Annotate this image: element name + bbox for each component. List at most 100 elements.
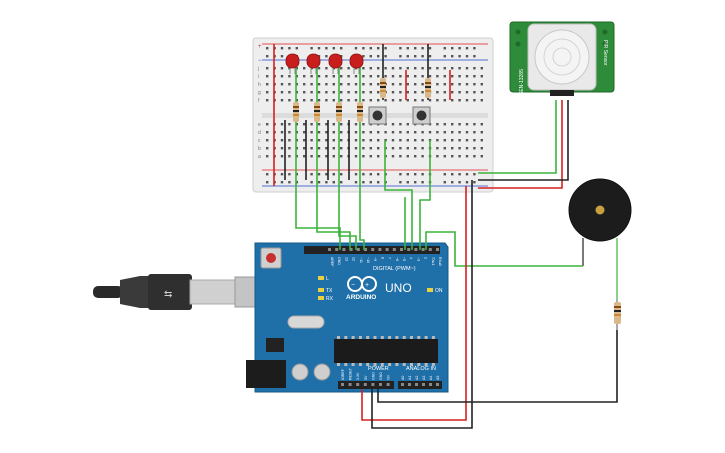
breadboard-resistors bbox=[293, 78, 431, 122]
power-pin[interactable] bbox=[363, 383, 367, 386]
chip-pin bbox=[395, 363, 399, 366]
breadboard-hole bbox=[303, 99, 306, 102]
power-pin[interactable] bbox=[341, 383, 344, 386]
signal-wires bbox=[295, 100, 583, 267]
breadboard-hole bbox=[303, 83, 306, 86]
digital-pin[interactable] bbox=[400, 248, 403, 251]
leds bbox=[285, 53, 364, 74]
power-pin[interactable] bbox=[348, 383, 352, 386]
breadboard-hole bbox=[428, 67, 432, 70]
breadboard-hole bbox=[332, 131, 335, 134]
breadboard-hole bbox=[399, 123, 402, 126]
power-pin-label: 5V bbox=[364, 375, 368, 380]
breadboard-hole bbox=[443, 91, 446, 94]
analog-pin[interactable] bbox=[408, 383, 411, 386]
breadboard-hole bbox=[451, 147, 454, 150]
digital-pin[interactable] bbox=[335, 248, 339, 251]
digital-pin[interactable] bbox=[428, 248, 432, 251]
breadboard-hole bbox=[303, 131, 306, 134]
breadboard-hole bbox=[303, 123, 306, 126]
breadboard-hole bbox=[465, 75, 469, 78]
capacitor-1 bbox=[291, 363, 309, 381]
breadboard-hole bbox=[369, 131, 372, 134]
digital-pin[interactable] bbox=[342, 248, 346, 251]
analog-pin[interactable] bbox=[415, 383, 418, 386]
digital-pin[interactable] bbox=[371, 248, 375, 251]
digital-pin[interactable] bbox=[364, 248, 367, 251]
breadboard-hole bbox=[288, 123, 291, 126]
breadboard-row-label: j bbox=[257, 66, 259, 72]
breadboard-hole bbox=[414, 155, 417, 158]
power-pin[interactable] bbox=[386, 383, 390, 386]
breadboard-hole bbox=[369, 67, 372, 70]
analog-pin[interactable] bbox=[436, 383, 439, 386]
breadboard-hole bbox=[465, 181, 469, 184]
power-pin[interactable] bbox=[356, 383, 360, 386]
digital-pin[interactable] bbox=[407, 248, 411, 251]
chip-pin bbox=[351, 336, 355, 339]
breadboard-hole bbox=[288, 75, 291, 78]
digital-pin[interactable] bbox=[421, 248, 425, 251]
breadboard-hole bbox=[480, 123, 483, 126]
breadboard-hole bbox=[391, 75, 395, 78]
breadboard-hole bbox=[399, 99, 402, 102]
breadboard-hole bbox=[317, 91, 321, 94]
breadboard-hole bbox=[332, 155, 335, 158]
digital-pin[interactable] bbox=[328, 248, 331, 251]
push-button-2[interactable] bbox=[412, 106, 431, 125]
digital-pin[interactable] bbox=[356, 248, 360, 251]
digital-pin[interactable] bbox=[378, 248, 382, 251]
digital-pin[interactable] bbox=[414, 248, 418, 251]
breadboard-hole bbox=[288, 155, 291, 158]
breadboard-hole bbox=[399, 75, 402, 78]
usb-plug bbox=[148, 274, 192, 310]
breadboard-hole bbox=[384, 47, 387, 50]
breadboard-hole bbox=[436, 99, 439, 102]
breadboard-hole bbox=[465, 123, 469, 126]
breadboard-hole bbox=[384, 67, 387, 70]
breadboard-hole bbox=[480, 91, 483, 94]
digital-pin[interactable] bbox=[349, 248, 353, 251]
breadboard-hole bbox=[421, 91, 424, 94]
breadboard-hole bbox=[266, 75, 269, 78]
power-pin[interactable] bbox=[379, 383, 382, 386]
breadboard-hole bbox=[280, 123, 284, 126]
breadboard-hole bbox=[458, 83, 461, 86]
breadboard-hole bbox=[310, 91, 313, 94]
push-button-1[interactable] bbox=[368, 106, 387, 125]
breadboard-hole bbox=[436, 123, 439, 126]
breadboard-hole bbox=[414, 55, 417, 58]
breadboard-hole bbox=[340, 67, 343, 70]
digital-pin-label: 2 bbox=[424, 257, 428, 259]
breadboard-hole bbox=[362, 181, 365, 184]
digital-label: DIGITAL (PWM~) bbox=[373, 266, 416, 272]
pir-right-label: PIR Sensor bbox=[602, 40, 608, 66]
breadboard-hole bbox=[377, 83, 380, 86]
breadboard-hole bbox=[332, 147, 335, 150]
breadboard-hole bbox=[458, 181, 461, 184]
digital-pin[interactable] bbox=[436, 248, 439, 251]
breadboard-hole bbox=[266, 91, 269, 94]
power-pin[interactable] bbox=[371, 383, 375, 386]
analog-pin[interactable] bbox=[429, 383, 432, 386]
chip-pin bbox=[373, 363, 377, 366]
breadboard-hole bbox=[421, 83, 424, 86]
analog-pin[interactable] bbox=[401, 383, 404, 386]
breadboard-hole bbox=[377, 91, 380, 94]
breadboard-hole bbox=[362, 147, 365, 150]
breadboard-hole bbox=[421, 55, 424, 58]
digital-pin[interactable] bbox=[392, 248, 396, 251]
breadboard-hole bbox=[384, 55, 387, 58]
breadboard-hole bbox=[325, 91, 328, 94]
breadboard-hole bbox=[362, 131, 365, 134]
breadboard-hole bbox=[280, 181, 284, 184]
breadboard-hole bbox=[414, 47, 417, 50]
chip-pin bbox=[344, 336, 348, 339]
led-label-on: ON bbox=[435, 288, 443, 294]
breadboard-hole bbox=[288, 67, 291, 70]
led-label-tx: TX bbox=[326, 288, 333, 294]
analog-pin[interactable] bbox=[422, 383, 425, 386]
digital-pin[interactable] bbox=[385, 248, 389, 251]
breadboard-hole bbox=[288, 99, 291, 102]
